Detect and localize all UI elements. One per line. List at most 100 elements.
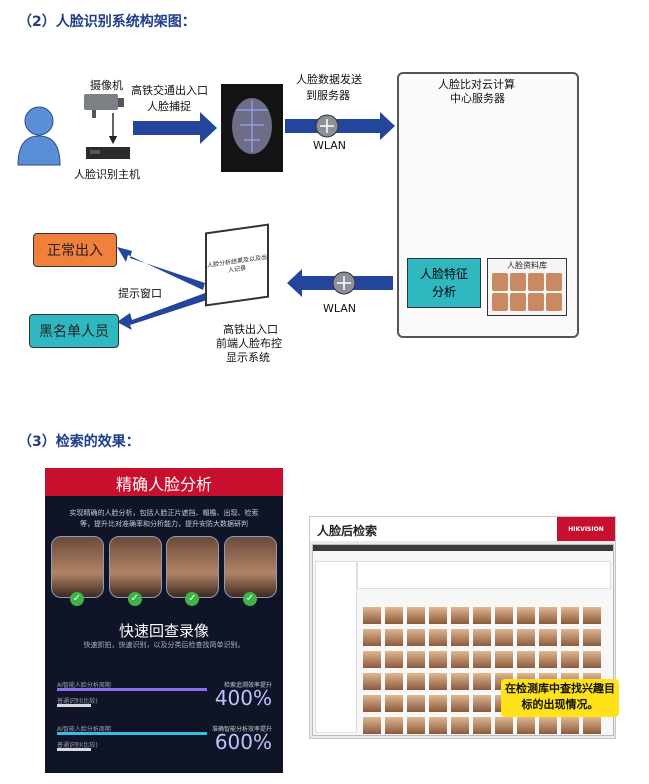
result-thumbnail[interactable] <box>473 673 491 690</box>
result-thumbnail[interactable] <box>385 717 403 734</box>
result-thumbnail[interactable] <box>385 607 403 624</box>
panel-title: 精确人脸分析 <box>115 475 212 494</box>
app-titlebar <box>313 545 613 551</box>
result-thumbnail[interactable] <box>561 651 579 668</box>
result-thumbnail[interactable] <box>473 629 491 646</box>
search-app-window <box>312 544 614 736</box>
result-thumbnail[interactable] <box>473 651 491 668</box>
result-thumbnail[interactable] <box>539 629 557 646</box>
search-title: 人脸后检索 <box>317 524 378 538</box>
result-thumbnail[interactable] <box>451 629 469 646</box>
wlan-bottom-label: WLAN <box>323 302 357 315</box>
panel-header <box>45 468 283 496</box>
face-thumb-4: ✓ <box>223 536 277 606</box>
result-thumbnail[interactable] <box>429 651 447 668</box>
result-thumbnail[interactable] <box>407 629 425 646</box>
library-faces <box>488 273 566 311</box>
device-tree[interactable] <box>315 561 357 733</box>
result-thumbnail[interactable] <box>429 629 447 646</box>
display-monitor-icon: 人脸分析结果及以及出入记录 <box>205 223 269 307</box>
result-thumbnail[interactable] <box>363 629 381 646</box>
monitor-text: 人脸分析结果及以及出入记录 <box>207 253 268 275</box>
search-header: 人脸后检索 HIKVISION <box>310 517 615 541</box>
send-label: 人脸数据发送 <box>296 73 362 86</box>
result-thumbnail[interactable] <box>539 651 557 668</box>
result-thumbnail[interactable] <box>517 607 535 624</box>
result-thumbnail[interactable] <box>517 717 535 734</box>
stat-2-grey-label: 普通识别(比较) <box>57 742 98 749</box>
result-thumbnail[interactable] <box>363 651 381 668</box>
result-thumbnail[interactable] <box>517 651 535 668</box>
face-thumb-1: ✓ <box>51 536 104 606</box>
target-strip[interactable] <box>357 561 611 589</box>
result-thumbnail[interactable] <box>385 629 403 646</box>
result-thumbnail[interactable] <box>385 695 403 712</box>
result-thumbnail[interactable] <box>583 629 601 646</box>
result-thumbnail[interactable] <box>363 607 381 624</box>
stat-1-caption: 检索追溯效率提升 <box>223 682 272 689</box>
stat-1-bar <box>57 688 207 691</box>
brand-logo: HIKVISION <box>557 517 615 541</box>
stat-row-2: AI智能人脸分析周期 普通识别(比较) 准确智能分析效率提升 600% <box>57 724 272 758</box>
result-thumbnail[interactable] <box>451 607 469 624</box>
result-thumbnail[interactable] <box>407 651 425 668</box>
library-label: 人脸资料库 <box>507 261 547 270</box>
normal-access-box: 正常出入 <box>33 233 117 267</box>
result-thumbnail[interactable] <box>451 673 469 690</box>
face-thumb-3: ✓ <box>166 536 220 606</box>
stat-1-grey-bar <box>57 704 91 707</box>
host-label: 人脸识别主机 <box>74 168 140 181</box>
stat-2-bar <box>57 732 207 735</box>
result-thumbnail[interactable] <box>473 717 491 734</box>
stat-1-value: 400% <box>214 686 272 710</box>
result-thumbnail[interactable] <box>539 607 557 624</box>
result-thumbnail[interactable] <box>495 651 513 668</box>
result-thumbnail[interactable] <box>539 717 557 734</box>
result-thumbnail[interactable] <box>495 607 513 624</box>
result-thumbnail[interactable] <box>407 695 425 712</box>
result-thumbnail[interactable] <box>385 673 403 690</box>
result-thumbnail[interactable] <box>407 717 425 734</box>
result-thumbnail[interactable] <box>429 607 447 624</box>
arrow-to-server <box>285 112 395 140</box>
result-thumbnail[interactable] <box>495 717 513 734</box>
result-thumbnail[interactable] <box>561 629 579 646</box>
wlan-top-label: WLAN <box>313 139 347 152</box>
stat-2-grey-bar <box>57 748 91 751</box>
result-thumbnail[interactable] <box>495 629 513 646</box>
result-thumbnail[interactable] <box>451 717 469 734</box>
result-thumbnail[interactable] <box>583 607 601 624</box>
result-thumbnail[interactable] <box>385 651 403 668</box>
check-icon: ✓ <box>242 592 257 606</box>
result-thumbnail[interactable] <box>583 651 601 668</box>
result-thumbnail[interactable] <box>407 607 425 624</box>
stat-1-label: AI智能人脸分析周期 <box>57 682 111 689</box>
prompt-label: 提示窗口 <box>118 287 162 300</box>
result-thumbnail[interactable] <box>451 651 469 668</box>
section-title-architecture: （2）人脸识别系统构架图： <box>18 14 196 30</box>
result-thumbnail[interactable] <box>363 673 381 690</box>
check-icon: ✓ <box>127 592 142 606</box>
result-thumbnail[interactable] <box>407 673 425 690</box>
result-thumbnail[interactable] <box>561 717 579 734</box>
result-thumbnail[interactable] <box>561 607 579 624</box>
face-library-box: 人脸资料库 <box>487 258 567 316</box>
result-thumbnail[interactable] <box>583 717 601 734</box>
face-thumbnails: ✓ ✓ ✓ ✓ <box>51 536 277 606</box>
result-thumbnail[interactable] <box>363 717 381 734</box>
result-thumbnail[interactable] <box>473 695 491 712</box>
stat-2-caption: 准确智能分析效率提升 <box>211 726 272 733</box>
result-thumbnail[interactable] <box>363 695 381 712</box>
camera-icon <box>84 94 124 118</box>
result-thumbnail[interactable] <box>429 673 447 690</box>
result-thumbnail[interactable] <box>473 607 491 624</box>
result-thumbnail[interactable] <box>451 695 469 712</box>
result-thumbnail[interactable] <box>429 695 447 712</box>
quick-review-title: 快速回查录像 <box>118 622 209 640</box>
result-grid[interactable] <box>363 607 603 734</box>
panel-description: 实现精确的人脸分析，包括人脸正片遮挡、帽檐、出现、检索等，提升比对准确率和分析能… <box>69 509 259 528</box>
blacklist-box: 黑名单人员 <box>29 314 119 348</box>
result-thumbnail[interactable] <box>429 717 447 734</box>
feature-label-2: 分析 <box>431 285 456 299</box>
result-thumbnail[interactable] <box>517 629 535 646</box>
